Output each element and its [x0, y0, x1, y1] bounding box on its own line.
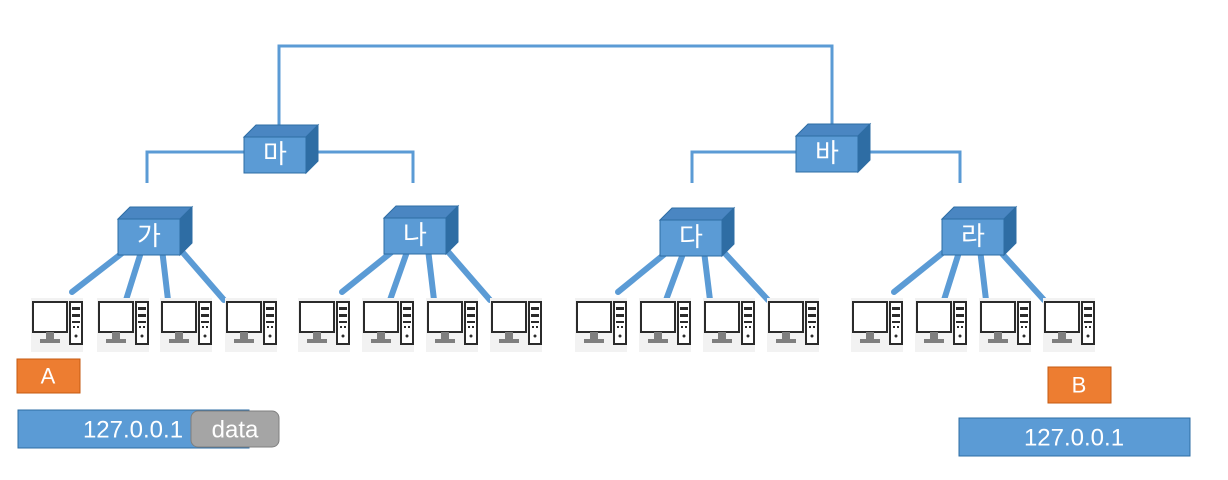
link-ra-pc2: [941, 246, 963, 303]
link-na-pc3: [425, 246, 437, 303]
desktop-computer-icon: [702, 297, 756, 353]
switch-ra-label: 라: [961, 222, 985, 252]
desktop-computer-icon: [766, 297, 820, 353]
desktop-computer-icon: [850, 297, 904, 353]
link-ba-da: [690, 150, 796, 183]
link-ra-pc1: [891, 244, 953, 295]
host-tag-b: B: [1047, 366, 1112, 404]
link-da-pc2: [663, 248, 687, 303]
desktop-computer-icon: [978, 297, 1032, 353]
desktop-computer-icon: [489, 297, 543, 353]
desktop-computer-icon: [425, 297, 479, 353]
desktop-computer-icon: [30, 297, 84, 353]
link-da-pc4: [717, 245, 771, 303]
switch-na-label: 나: [403, 221, 427, 251]
desktop-computer-icon: [297, 297, 351, 353]
link-ma-na: [306, 150, 415, 183]
desktop-computer-icon: [96, 297, 150, 353]
switch-na: 나: [383, 205, 459, 255]
desktop-computer-icon: [224, 297, 278, 353]
link-ga-pc2: [123, 246, 145, 303]
pc-group-ra: [850, 297, 1096, 353]
switch-ga-label: 가: [137, 222, 161, 252]
packet-a: 127.0.0.1 data: [17, 409, 280, 449]
pc-group-ga: [30, 297, 278, 353]
switch-ga: 가: [117, 206, 193, 256]
link-ba-ra: [864, 150, 962, 183]
desktop-computer-icon: [638, 297, 692, 353]
link-ra-pc3: [977, 246, 989, 303]
host-tag-b-label: B: [1072, 373, 1087, 398]
link-ga-pc3: [159, 246, 171, 303]
packet-b: 127.0.0.1: [958, 417, 1191, 457]
backbone-links: [145, 44, 962, 183]
switch-da-label: 다: [679, 223, 703, 253]
desktop-computer-icon: [361, 297, 415, 353]
switch-ra: 라: [941, 206, 1017, 256]
link-na-pc1: [339, 244, 401, 295]
packet-b-address: 127.0.0.1: [1024, 425, 1124, 452]
switch-ma: 마: [243, 124, 319, 174]
switch-da: 다: [659, 207, 735, 257]
access-links: [69, 244, 1047, 303]
host-tag-a: A: [16, 358, 81, 394]
desktop-computer-icon: [1042, 297, 1096, 353]
link-da-pc3: [701, 248, 713, 303]
link-ma-ba: [277, 44, 834, 126]
link-ra-pc4: [993, 244, 1047, 303]
desktop-computer-icon: [574, 297, 628, 353]
link-na-pc4: [441, 244, 493, 303]
pc-group-na: [297, 297, 543, 353]
link-ma-ga: [145, 150, 244, 183]
switch-ma-label: 마: [263, 140, 287, 170]
packet-a-payload: data: [212, 417, 259, 444]
link-ga-pc4: [175, 244, 227, 303]
switch-ba: 바: [795, 123, 871, 173]
switch-ba-label: 바: [815, 139, 839, 169]
pc-group-da: [574, 297, 820, 353]
packet-a-address: 127.0.0.1: [83, 417, 183, 444]
link-na-pc2: [387, 246, 411, 303]
desktop-computer-icon: [914, 297, 968, 353]
desktop-computer-icon: [159, 297, 213, 353]
host-tag-a-label: A: [41, 364, 56, 389]
